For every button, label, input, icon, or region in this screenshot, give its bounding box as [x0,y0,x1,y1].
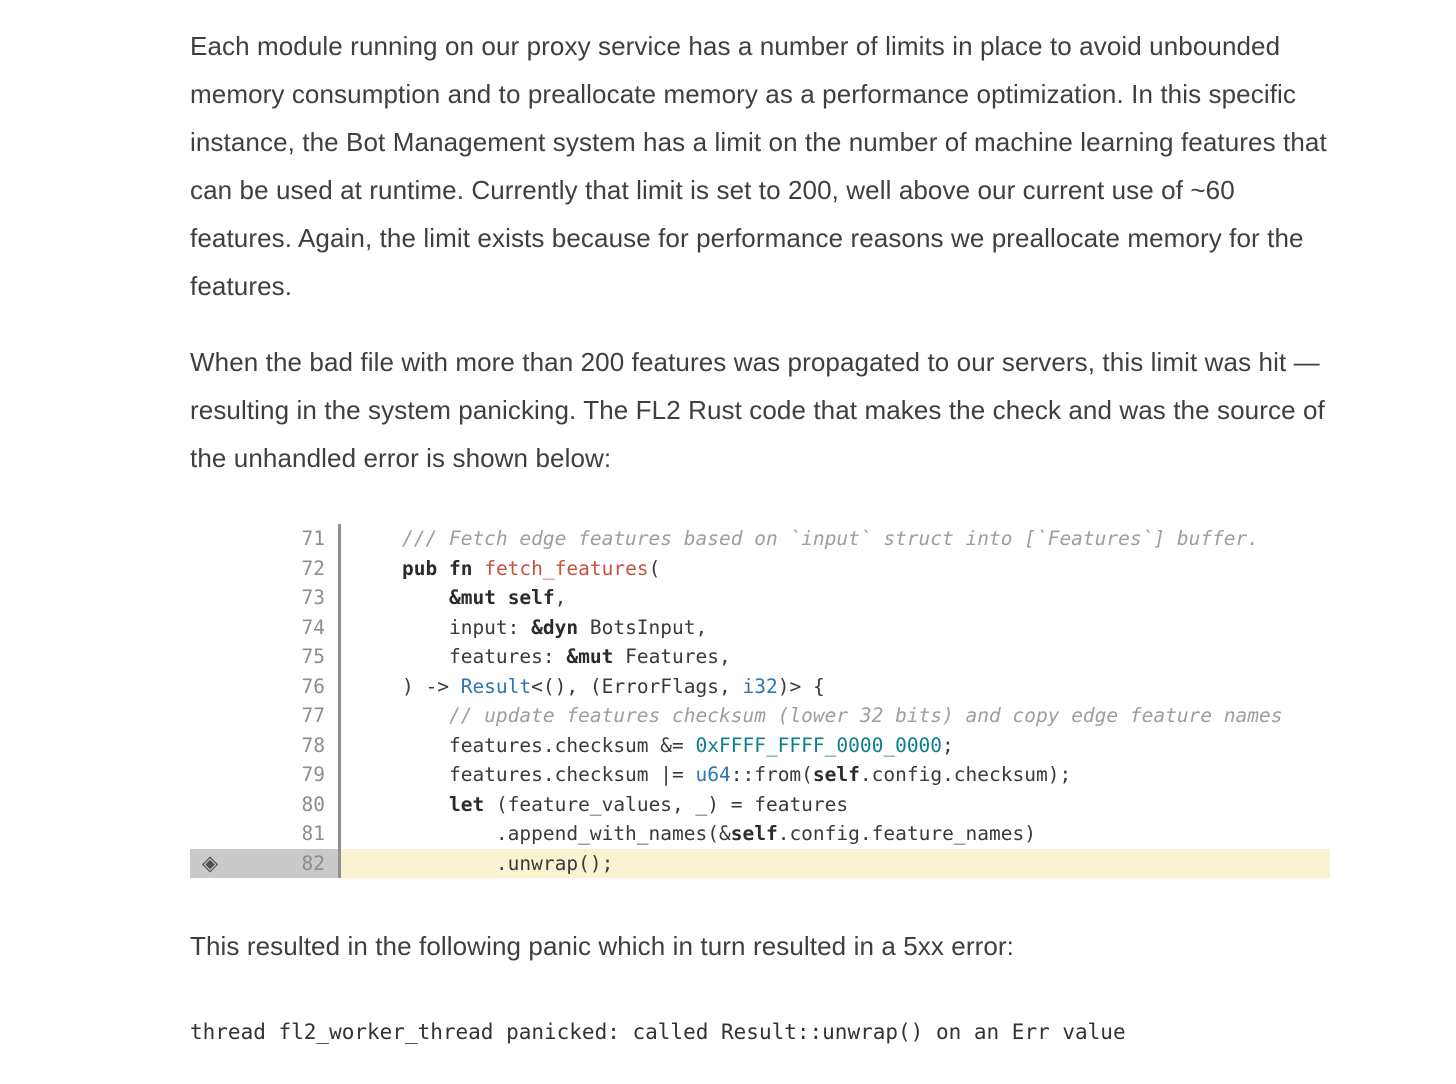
line-number: 79 [190,760,338,790]
line-number: 75 [190,642,338,672]
line-number-text: 73 [301,586,325,609]
code-lines: 71 /// Fetch edge features based on `inpu… [190,524,1330,878]
line-number-text: 81 [301,822,325,845]
line-number-text: 72 [301,556,325,580]
code-text: ) -> Result<(), (ErrorFlags, i32)> { [338,671,1330,701]
line-number-text: 75 [301,645,325,668]
code-line: 74 input: &dyn BotsInput, [190,612,1330,643]
line-number: 72 [190,554,338,584]
paragraph-panic-intro: When the bad file with more than 200 fea… [190,347,1325,473]
code-text: .append_with_names(&self.config.feature_… [338,819,1330,849]
code-text: // update features checksum (lower 32 bi… [338,701,1330,731]
code-line: 71 /// Fetch edge features based on `inpu… [190,524,1330,554]
line-number: 77 [190,701,338,731]
line-number-text: 82 [301,851,325,875]
code-line: 78 features.checksum &= 0xFFFF_FFFF_0000… [190,730,1330,761]
paragraph-limits-explanation: Each module running on our proxy service… [190,31,1327,301]
line-number: 76 [190,672,338,702]
code-text: &mut self, [338,583,1330,613]
line-number-text: 76 [301,674,325,698]
line-number: 71 [190,524,338,554]
code-line: 73 &mut self, [190,583,1330,613]
code-text: .unwrap(); [338,848,1330,878]
code-text: features.checksum &= 0xFFFF_FFFF_0000_00… [338,730,1330,760]
code-text: let (feature_values, _) = features [338,789,1330,819]
line-number: ◈ 82 [190,848,338,878]
code-line: 77 // update features checksum (lower 32… [190,701,1330,731]
panic-message: thread fl2_worker_thread panicked: calle… [190,1020,1126,1044]
line-number: 80 [190,790,338,820]
line-number-text: 78 [301,733,325,757]
rust-code-block: 71 /// Fetch edge features based on `inpu… [190,524,1330,878]
code-text: pub fn fetch_features( [338,553,1330,583]
line-number: 78 [190,731,338,761]
line-number-text: 77 [301,704,325,727]
line-number: 73 [190,583,338,613]
line-number: 74 [190,613,338,643]
code-line: 76 ) -> Result<(), (ErrorFlags, i32)> { [190,671,1330,702]
code-line: 72 pub fn fetch_features( [190,553,1330,584]
code-text: features: &mut Features, [338,642,1330,672]
line-number-text: 80 [301,792,325,816]
code-line: 81 .append_with_names(&self.config.featu… [190,819,1330,849]
line-number: 81 [190,819,338,849]
code-line: 75 features: &mut Features, [190,642,1330,672]
paragraph-panic-result: This resulted in the following panic whi… [190,931,1015,961]
code-text: input: &dyn BotsInput, [338,612,1330,642]
line-number-text: 71 [301,527,325,550]
code-line: 80 let (feature_values, _) = features [190,789,1330,820]
code-line: ◈ 82 .unwrap(); [190,848,1330,878]
line-number-text: 79 [301,763,325,786]
line-number-text: 74 [301,615,325,639]
diamond-marker-icon: ◈ [202,850,219,875]
code-line: 79 features.checksum |= u64::from(self.c… [190,760,1330,790]
code-text: features.checksum |= u64::from(self.conf… [338,760,1330,790]
code-text: /// Fetch edge features based on `input`… [338,524,1330,554]
